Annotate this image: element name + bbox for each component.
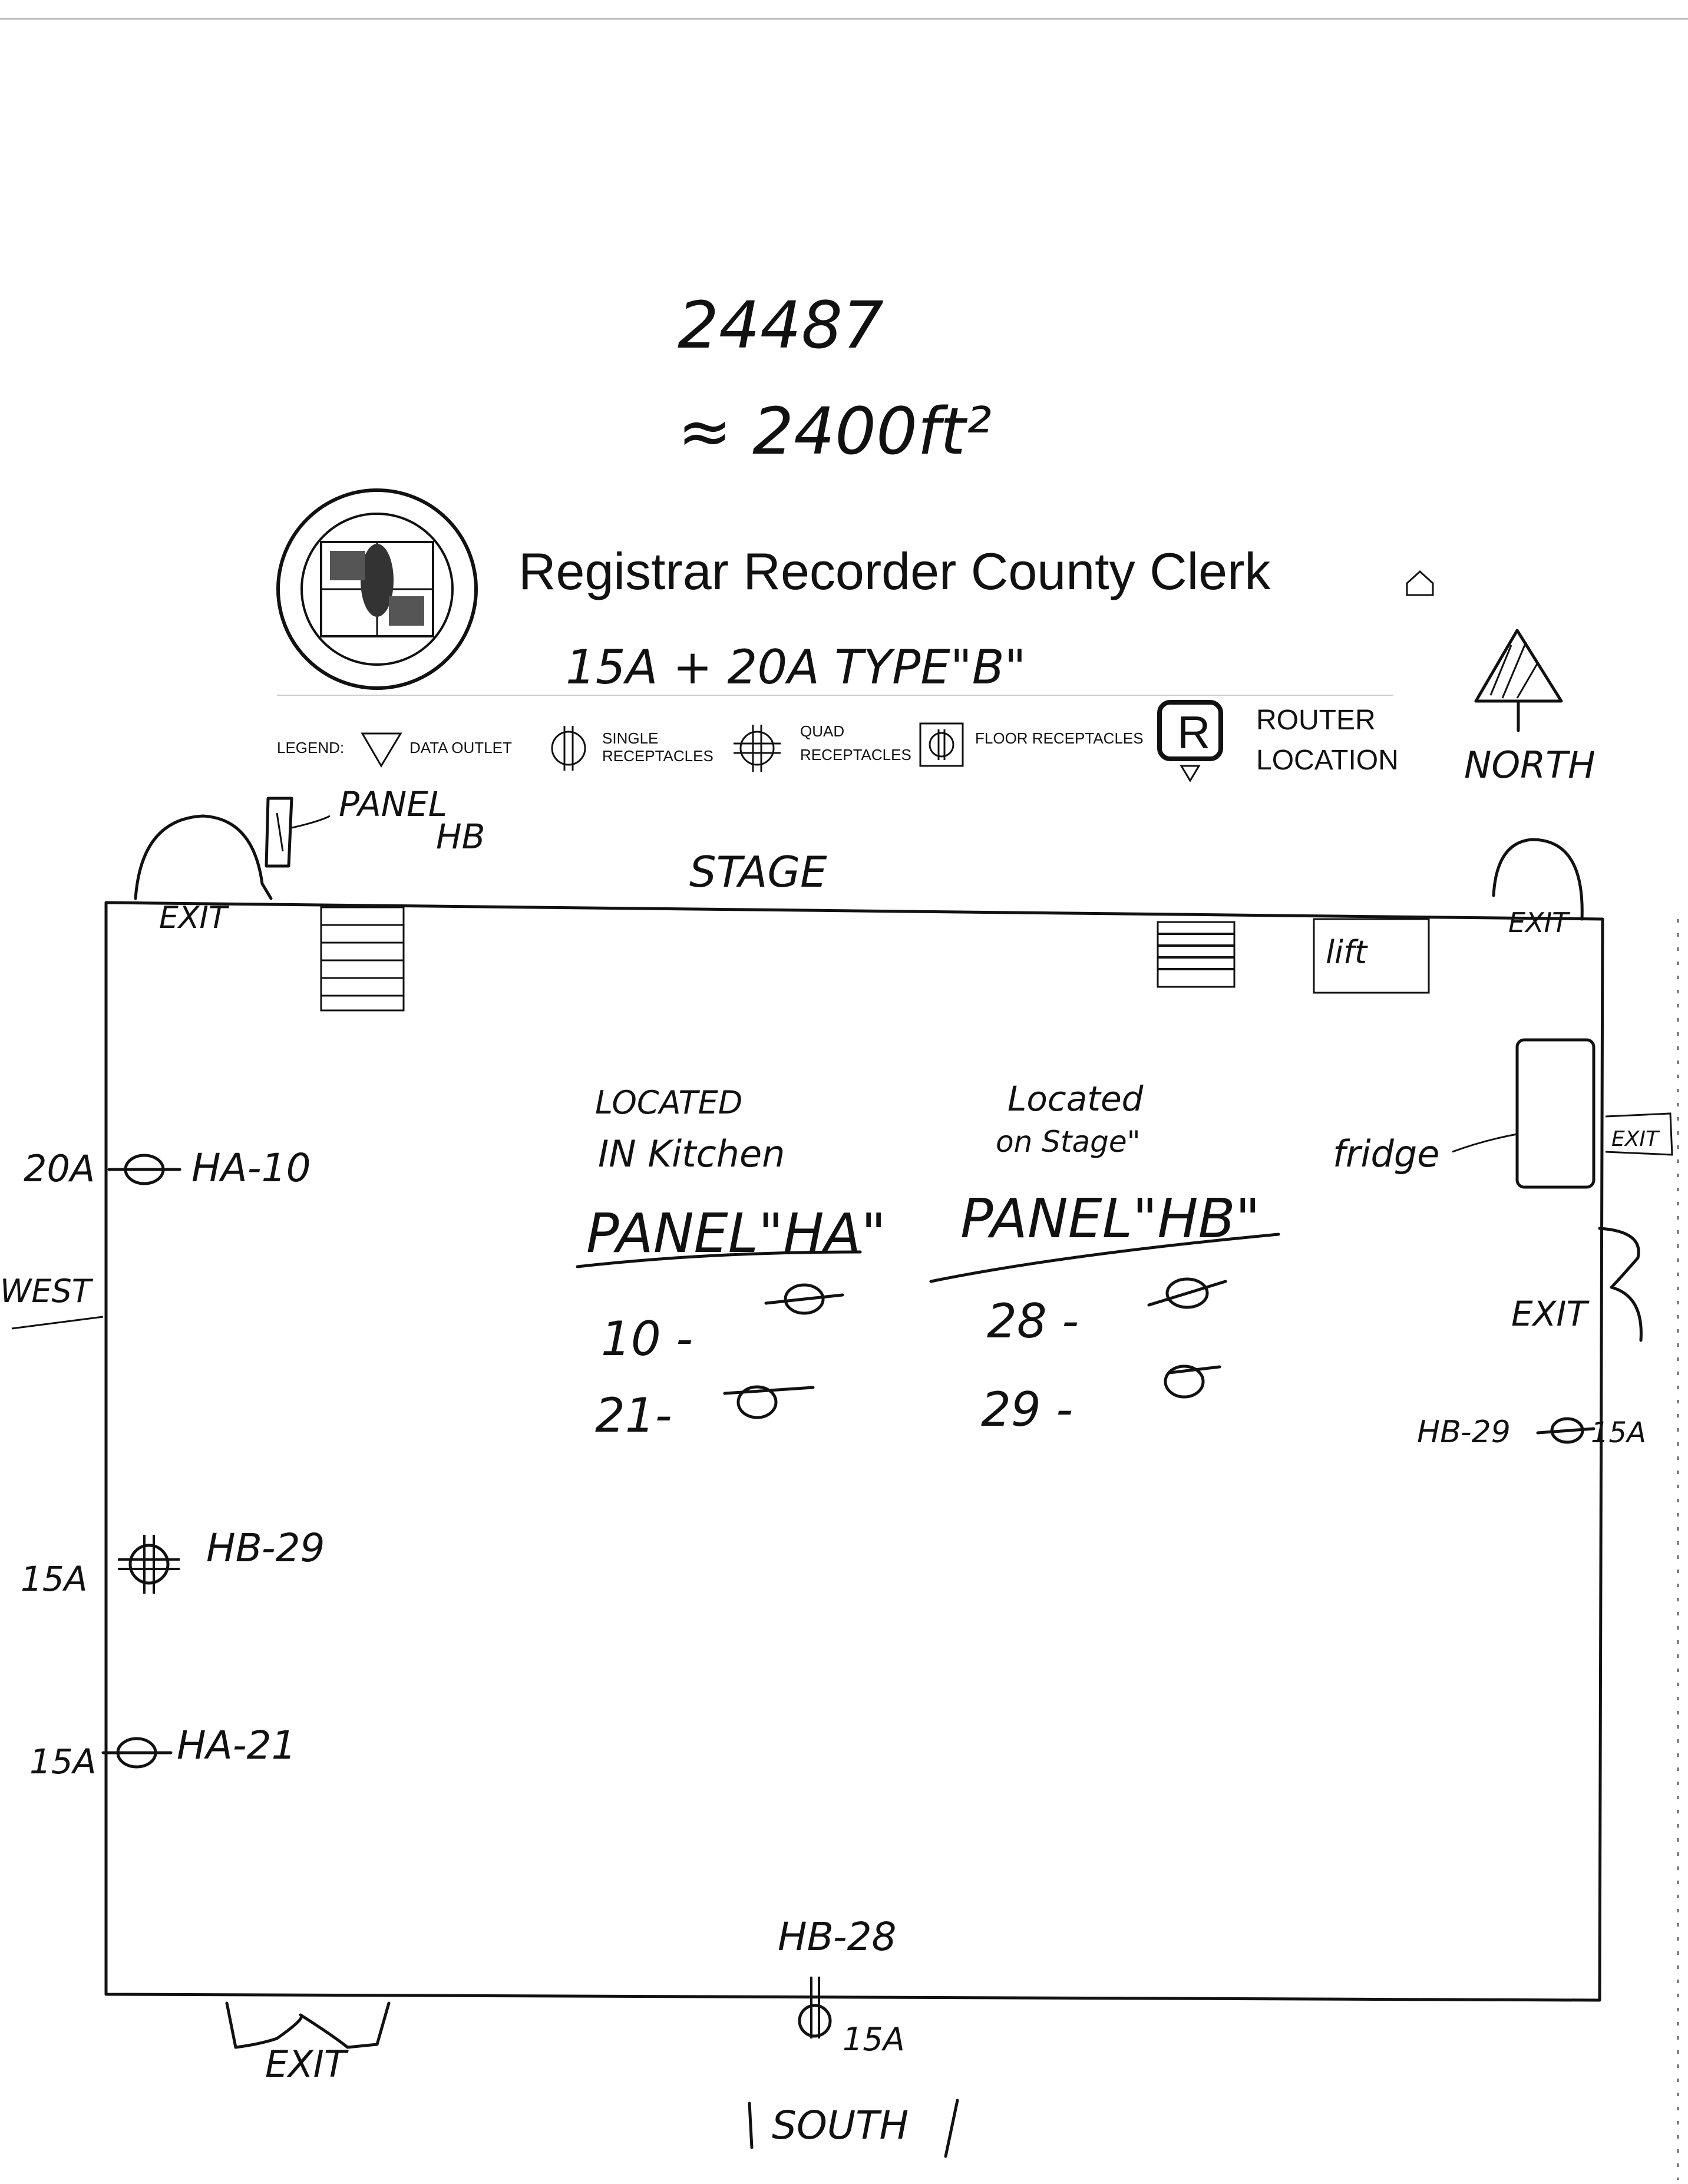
stairs-east	[1157, 921, 1236, 988]
north-label: NORTH	[1464, 744, 1595, 787]
legend-label: LEGEND:	[277, 739, 344, 756]
exit-door-nw	[134, 814, 273, 900]
exit-door-e1	[1605, 1112, 1673, 1156]
panel-hb-label-2: HB	[436, 817, 485, 857]
county-seal-icon	[276, 488, 478, 690]
south-amp: 15A	[843, 2021, 905, 2058]
west-low-amp: 15A	[29, 1742, 96, 1782]
legend-single-1: SINGLE	[602, 729, 658, 747]
south-label: SOUTH	[772, 2103, 909, 2148]
south-circuit: HB-28	[778, 1914, 897, 1960]
west-top-circuit: HA-10	[191, 1145, 311, 1191]
panel-hb-circuit-2: 29 -	[981, 1382, 1073, 1437]
legend-router-2: LOCATION	[1256, 745, 1399, 776]
floor-receptacle-icon	[919, 722, 964, 767]
east-circuit: HB-29	[1417, 1415, 1511, 1450]
area-note: ≈ 2400ft²	[678, 394, 992, 469]
exit-label-nw: EXIT	[159, 900, 230, 936]
exit-label-ne: EXIT	[1508, 907, 1571, 939]
west-top-amp: 20A	[24, 1147, 95, 1190]
west-underline	[11, 1316, 104, 1330]
lift-label: lift	[1326, 934, 1368, 971]
lift-box	[1313, 918, 1430, 994]
stage-label: STAGE	[689, 847, 827, 897]
south-single-receptacle-icon	[798, 1977, 832, 2038]
panel-ha-circuit-1: 10 -	[601, 1311, 693, 1366]
fridge-box	[1515, 1038, 1595, 1189]
legend-router-1: ROUTER	[1256, 705, 1376, 736]
west-label: WEST	[0, 1273, 94, 1310]
panel-ha-receptacle-1-icon	[764, 1283, 844, 1315]
exit-door-ne	[1492, 838, 1584, 921]
north-arrow-icon	[1474, 629, 1563, 732]
exit-label-e2: EXIT	[1511, 1294, 1590, 1334]
panel-ha-circuit-2: 21-	[595, 1388, 672, 1443]
west-mid-quad-receptacle-icon	[118, 1535, 180, 1594]
panel-ha-note-1: LOCATED	[595, 1084, 742, 1121]
data-outlet-icon	[361, 732, 402, 768]
panel-hb-receptacle-1-icon	[1147, 1277, 1227, 1309]
west-low-circuit: HA-21	[177, 1723, 296, 1768]
legend-single-2: RECEPTACLES	[602, 747, 713, 765]
building-outline	[104, 901, 1604, 2002]
legend-quad-1: QUAD	[800, 722, 844, 740]
panel-hb-underline	[929, 1233, 1280, 1283]
fridge-leader	[1452, 1133, 1518, 1153]
router-icon	[1157, 700, 1223, 782]
router-letter: R	[1177, 706, 1210, 758]
west-mid-circuit: HB-29	[206, 1525, 325, 1571]
panel-ha-underline	[576, 1250, 862, 1268]
panel-hb-receptacle-2-icon	[1164, 1364, 1221, 1399]
legend-floor: FLOOR RECEPTACLES	[975, 729, 1144, 747]
exit-door-e2	[1598, 1227, 1643, 1342]
exit-label-south: EXIT	[265, 2043, 349, 2086]
west-low-receptacle-icon	[101, 1737, 173, 1769]
panel-hb-note-1: Located	[1007, 1079, 1144, 1119]
home-icon	[1406, 570, 1434, 596]
east-amp: 15A	[1591, 1416, 1646, 1449]
stairs-west	[320, 906, 405, 1012]
type-note: 15A + 20A TYPE"B"	[566, 640, 1026, 695]
east-receptacle-icon	[1536, 1417, 1595, 1444]
south-bracket-right	[944, 2099, 959, 2158]
legend-quad-2: RECEPTACLES	[800, 746, 911, 764]
single-receptacle-icon	[551, 726, 586, 771]
exit-door-south	[225, 2001, 391, 2049]
west-top-receptacle-icon	[107, 1154, 181, 1185]
panel-ha-receptacle-2-icon	[723, 1385, 815, 1419]
west-mid-amp: 15A	[21, 1559, 87, 1599]
exit-label-e1: EXIT	[1611, 1127, 1660, 1151]
fridge-label: fridge	[1333, 1132, 1439, 1175]
panel-ha-note-2: IN Kitchen	[598, 1132, 785, 1175]
legend-data-outlet: DATA OUTLET	[409, 739, 512, 756]
south-bracket-left	[748, 2102, 754, 2149]
panel-hb-note-2: on Stage"	[996, 1125, 1141, 1159]
area-code-note: 24487	[678, 288, 884, 363]
panel-hb-circuit-1: 28 -	[987, 1294, 1079, 1349]
panel-hb-box	[265, 797, 331, 868]
quad-receptacle-icon	[734, 725, 781, 772]
page-title: Registrar Recorder County Clerk	[518, 542, 1271, 600]
panel-hb-label-1: PANEL	[339, 784, 447, 824]
